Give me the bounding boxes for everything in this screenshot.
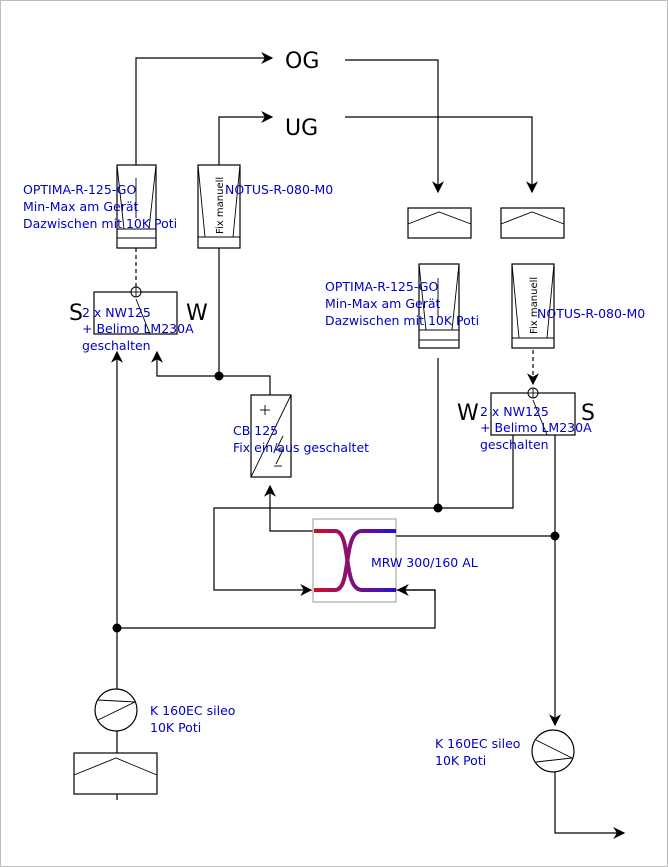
floor-label-og: OG <box>285 49 319 74</box>
left-fan <box>94 688 138 732</box>
left-fan-line2: 10K Poti <box>150 720 201 735</box>
right-exhaust-inlet-box <box>500 207 565 239</box>
left-mixer-s: S <box>69 301 83 326</box>
right-mixer-line2: + Belimo LM230A <box>480 420 592 435</box>
heater-line1: CB 125 <box>233 423 278 438</box>
right-exhaust-damper <box>511 263 555 349</box>
left-supply-damper-line1: OPTIMA-R-125-GO <box>23 182 136 197</box>
left-mixer-line3: geschalten <box>82 338 151 353</box>
left-exhaust-damper-fix: Fix manuell <box>215 177 226 234</box>
junction-dots <box>112 371 560 633</box>
left-mixer <box>93 286 178 335</box>
left-fan-line1: K 160EC sileo <box>150 703 235 718</box>
heat-exchanger <box>312 518 397 603</box>
right-mixer-line3: geschalten <box>480 437 549 452</box>
right-supply-damper <box>418 263 460 349</box>
left-mixer-line2: + Belimo LM230A <box>82 321 194 336</box>
right-mixer-s: S <box>581 401 595 426</box>
right-fan-line1: K 160EC sileo <box>435 736 520 751</box>
right-supply-inlet-box <box>407 207 472 239</box>
left-mixer-w: W <box>186 301 208 326</box>
right-supply-damper-line3: Dazwischen mit 10K Poti <box>325 313 479 328</box>
right-fan <box>531 729 575 773</box>
left-exhaust-damper-label: NOTUS-R-080-M0 <box>225 182 333 197</box>
left-inlet-box <box>73 752 158 795</box>
right-mixer <box>490 387 576 436</box>
hx-return-arrow <box>396 584 436 600</box>
heat-exchanger-label: MRW 300/160 AL <box>371 555 478 570</box>
right-exhaust-damper-fix: Fix manuell <box>529 277 540 334</box>
right-supply-damper-line2: Min-Max am Gerät <box>325 296 440 311</box>
heater-line2: Fix ein/aus geschaltet <box>233 440 369 455</box>
left-supply-damper-line3: Dazwischen mit 10K Poti <box>23 216 177 231</box>
left-mixer-line1: 2 x NW125 <box>82 305 151 320</box>
duct-heater <box>250 394 292 478</box>
right-fan-line2: 10K Poti <box>435 753 486 768</box>
right-supply-damper-line1: OPTIMA-R-125-GO <box>325 279 438 294</box>
right-exhaust-damper-label: NOTUS-R-080-M0 <box>537 306 645 321</box>
right-mixer-w: W <box>457 401 479 426</box>
left-supply-damper <box>116 164 157 249</box>
left-supply-damper-line2: Min-Max am Gerät <box>23 199 138 214</box>
floor-label-ug: UG <box>285 116 318 141</box>
right-mixer-line1: 2 x NW125 <box>480 404 549 419</box>
left-exhaust-damper <box>197 164 241 249</box>
